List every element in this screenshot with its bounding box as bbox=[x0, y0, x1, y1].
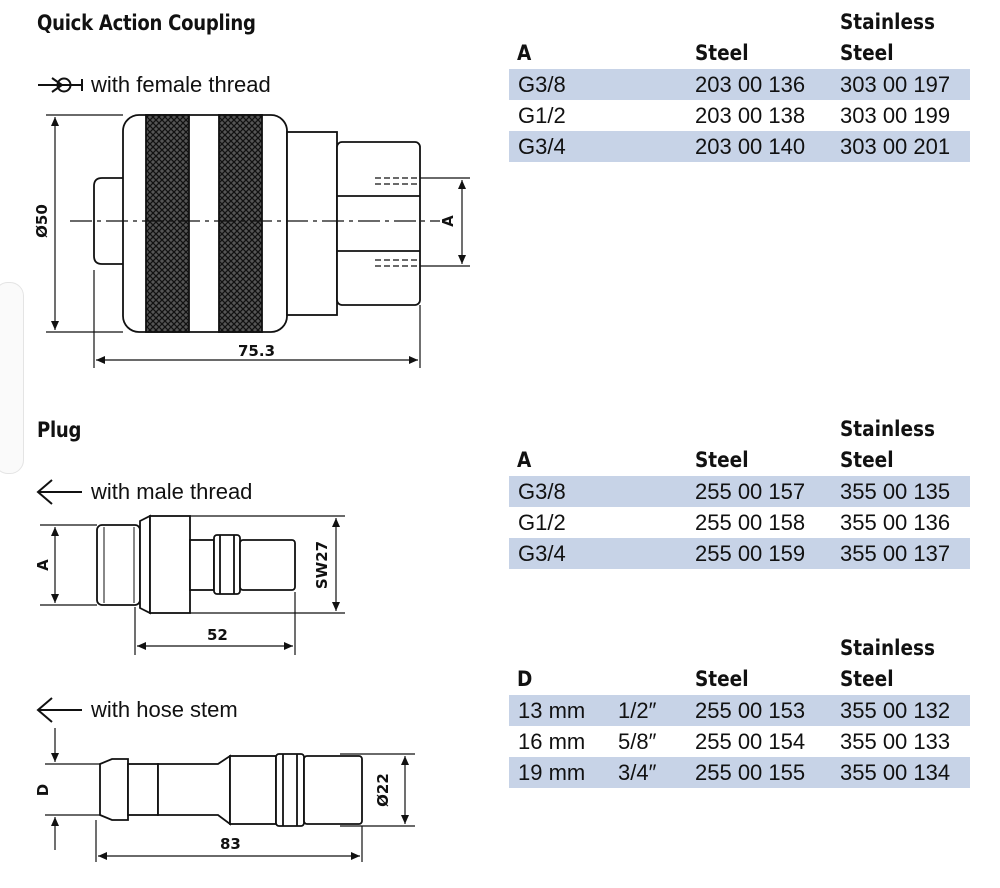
cell-a: G1/2 bbox=[518, 103, 566, 128]
coupling-header-steel: Steel bbox=[695, 41, 749, 65]
coupling-header-a: A bbox=[517, 41, 532, 65]
hose-header-stainless-top: Stainless bbox=[840, 636, 935, 660]
cell-steel: 255 00 158 bbox=[695, 510, 806, 535]
cell-inch: 5/8″ bbox=[618, 729, 657, 754]
table-row: G3/4 203 00 140 303 00 201 bbox=[509, 131, 970, 162]
plug-sw-label: SW27 bbox=[313, 540, 331, 590]
cell-stainless: 355 00 137 bbox=[840, 541, 951, 566]
table-row: 19 mm 3/4″ 255 00 155 355 00 134 bbox=[509, 757, 970, 788]
cell-stainless: 303 00 199 bbox=[840, 103, 951, 128]
plug-title: Plug bbox=[37, 418, 82, 442]
cell-a: G3/8 bbox=[518, 479, 566, 504]
male-thread-symbol-icon bbox=[36, 479, 82, 505]
coupling-dimension-lines bbox=[46, 114, 470, 368]
plug-header-stainless-top: Stainless bbox=[840, 417, 935, 441]
hose-header-d: D bbox=[517, 667, 533, 691]
hose-stem-drawing bbox=[99, 753, 363, 827]
table-row: 16 mm 5/8″ 255 00 154 355 00 133 bbox=[509, 726, 970, 757]
cell-stainless: 355 00 134 bbox=[840, 760, 951, 785]
cell-a: G3/4 bbox=[518, 134, 566, 159]
cell-stainless: 355 00 132 bbox=[840, 698, 951, 723]
hose-dimension-lines bbox=[45, 728, 415, 862]
cell-steel: 255 00 154 bbox=[695, 729, 806, 754]
hose-subtitle: with hose stem bbox=[91, 697, 238, 722]
female-thread-symbol-icon bbox=[38, 77, 83, 93]
page-edge-mark bbox=[0, 282, 24, 474]
cell-steel: 203 00 138 bbox=[695, 103, 806, 128]
plug-header-steel: Steel bbox=[695, 448, 749, 472]
plug-length-label: 52 bbox=[207, 626, 228, 644]
hose-diameter-label: Ø22 bbox=[374, 773, 392, 807]
coupling-diameter-label: Ø50 bbox=[33, 204, 51, 238]
plug-dimension-lines bbox=[40, 515, 345, 655]
cell-stainless: 355 00 135 bbox=[840, 479, 951, 504]
cell-a: G3/4 bbox=[518, 541, 566, 566]
table-row: G1/2 255 00 158 355 00 136 bbox=[509, 507, 970, 538]
table-row: G1/2 203 00 138 303 00 199 bbox=[509, 100, 970, 131]
coupling-header-stainless: Steel bbox=[840, 41, 894, 65]
coupling-length-label: 75.3 bbox=[238, 342, 276, 360]
plug-drawing bbox=[96, 514, 296, 615]
cell-mm: 19 mm bbox=[518, 760, 586, 785]
hose-header-stainless: Steel bbox=[840, 667, 894, 691]
cell-inch: 3/4″ bbox=[618, 760, 657, 785]
table-row: G3/8 255 00 157 355 00 135 bbox=[509, 476, 970, 507]
plug-header-a: A bbox=[517, 448, 532, 472]
cell-steel: 255 00 157 bbox=[695, 479, 806, 504]
cell-stainless: 355 00 133 bbox=[840, 729, 951, 754]
coupling-drawing bbox=[93, 114, 421, 333]
coupling-header-stainless-top: Stainless bbox=[840, 10, 935, 34]
cell-stainless: 355 00 136 bbox=[840, 510, 951, 535]
cell-stainless: 303 00 197 bbox=[840, 72, 951, 97]
hose-length-label: 83 bbox=[220, 835, 241, 853]
cell-steel: 255 00 155 bbox=[695, 760, 806, 785]
cell-steel: 203 00 140 bbox=[695, 134, 806, 159]
hose-stem-symbol-icon bbox=[36, 697, 82, 723]
cell-mm: 13 mm bbox=[518, 698, 586, 723]
plug-header-stainless: Steel bbox=[840, 448, 894, 472]
cell-steel: 203 00 136 bbox=[695, 72, 806, 97]
table-row: 13 mm 1/2″ 255 00 153 355 00 132 bbox=[509, 695, 970, 726]
cell-steel: 255 00 153 bbox=[695, 698, 806, 723]
coupling-title: Quick Action Coupling bbox=[37, 11, 256, 35]
plug-subtitle: with male thread bbox=[91, 479, 253, 504]
table-row: G3/4 255 00 159 355 00 137 bbox=[509, 538, 970, 569]
plug-a-label: A bbox=[34, 559, 52, 571]
table-row: G3/8 203 00 136 303 00 197 bbox=[509, 69, 970, 100]
cell-mm: 16 mm bbox=[518, 729, 586, 754]
cell-steel: 255 00 159 bbox=[695, 541, 806, 566]
cell-stainless: 303 00 201 bbox=[840, 134, 951, 159]
coupling-a-label: A bbox=[439, 215, 457, 227]
hose-d-label: D bbox=[34, 783, 52, 797]
cell-inch: 1/2″ bbox=[618, 698, 657, 723]
hose-header-steel: Steel bbox=[695, 667, 749, 691]
cell-a: G1/2 bbox=[518, 510, 566, 535]
cell-a: G3/8 bbox=[518, 72, 566, 97]
coupling-subtitle: with female thread bbox=[91, 72, 271, 97]
